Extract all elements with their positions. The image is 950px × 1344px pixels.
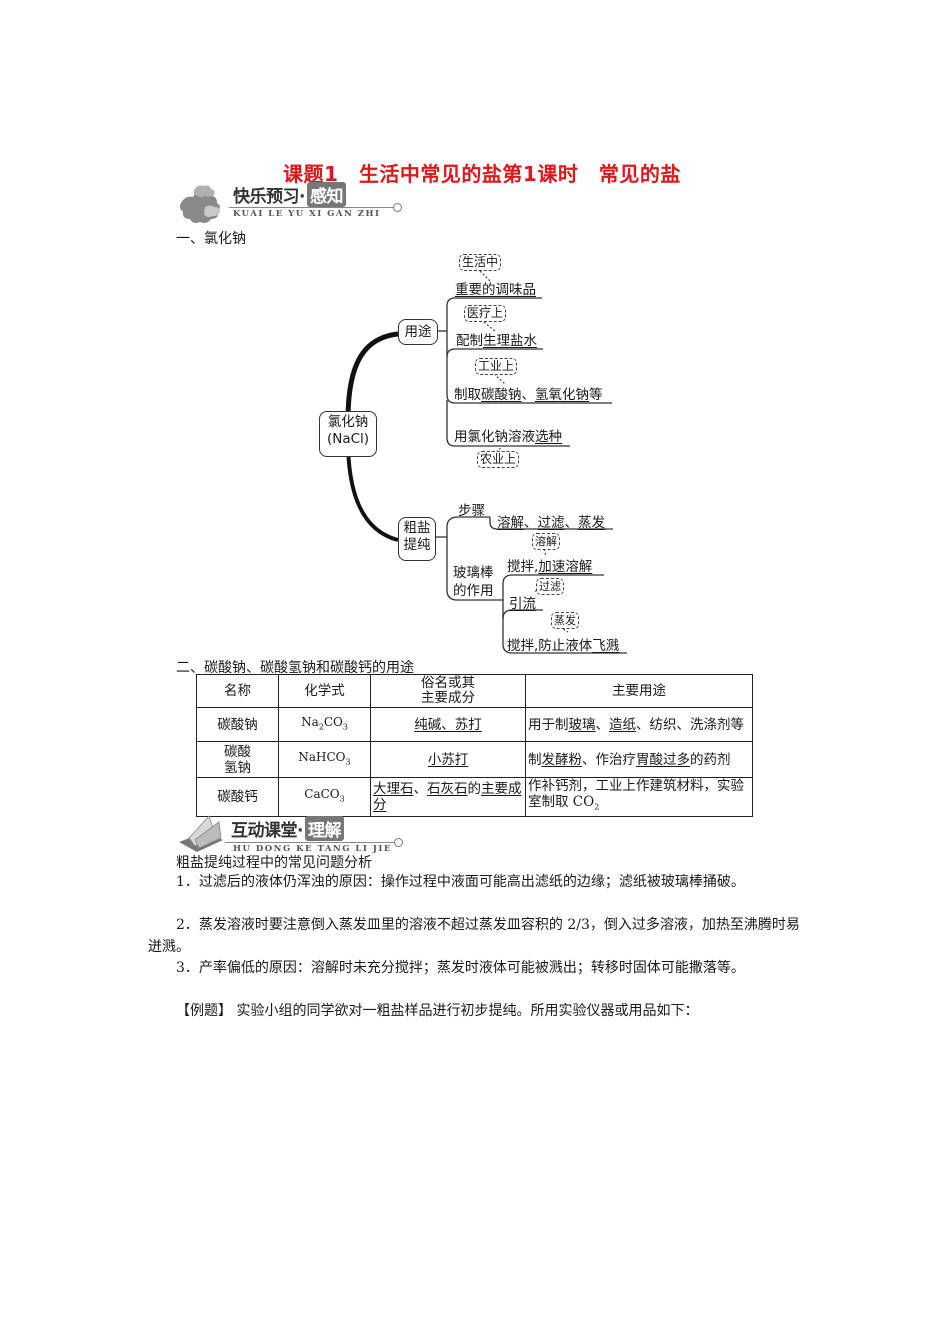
header-uses: 主要用途 — [525, 674, 753, 708]
banner-tag: 理解 — [304, 816, 344, 841]
rod-item-dissolve: 搅拌,加速溶解 — [507, 559, 593, 575]
table-row: 碳酸 氢钠 NaHCO3 小苏打 制发酵粉、作治疗胃酸过多的药剂 — [196, 741, 753, 778]
banner-pinyin: HU DONG KE TANG LI JIE — [233, 844, 392, 854]
banner-pinyin: KUAI LE YU XI GAN ZHI — [233, 209, 381, 219]
section-banner-preview: 快乐预习·感知 KUAI LE YU XI GAN ZHI — [175, 181, 405, 225]
cell-uses: 作补钙剂，工业上作建筑材料，实验室制取 CO2 — [525, 777, 753, 817]
cell-common-name: 小苏打 — [370, 741, 526, 778]
use-item-industry: 制取碳酸钠、氢氧化钠等 — [454, 387, 603, 403]
cell-uses: 制发酵粉、作治疗胃酸过多的药剂 — [525, 741, 753, 778]
table-header-row: 名称 化学式 俗名或其 主要成分 主要用途 — [196, 674, 753, 708]
example-text: 实验小组的同学欲对一粗盐样品进行初步提纯。所用实验仪器或用品如下： — [232, 1003, 699, 1019]
callout-agriculture: 农业上 — [477, 451, 520, 468]
callout-industry: 工业上 — [475, 358, 518, 375]
section-heading-nacl: 一、氯化钠 — [176, 231, 246, 247]
mindmap-root-nacl: 氯化钠 (NaCl) — [319, 411, 377, 457]
section-heading-carbonates: 二、碳酸钠、碳酸氢钠和碳酸钙的用途 — [176, 660, 414, 676]
carbonates-table: 名称 化学式 俗名或其 主要成分 主要用途 碳酸钠 Na2CO3 纯碱、苏打 用… — [196, 674, 753, 817]
open-book-icon — [179, 815, 223, 852]
banner-title: 快乐预习· — [233, 187, 305, 207]
steps-label: 步骤 — [458, 503, 485, 519]
analysis-point-2: 2．蒸发溶液时要注意倒入蒸发皿里的溶液不超过蒸发皿容积的 2/3，倒入过多溶液，… — [148, 917, 800, 955]
cell-formula: Na2CO3 — [278, 707, 371, 742]
section-banner-interactive: 互动课堂·理解 HU DONG KE TANG LI JIE — [175, 812, 405, 856]
cell-name: 碳酸 氢钠 — [196, 741, 279, 778]
cell-name: 碳酸钠 — [196, 707, 279, 742]
cell-formula: NaHCO3 — [278, 741, 371, 778]
banner-tag: 感知 — [306, 182, 346, 207]
table-row: 碳酸钙 CaCO3 大理石、石灰石的主要成分 作补钙剂，工业上作建筑材料，实验室… — [196, 777, 753, 817]
glass-rod-label: 玻璃棒 的作用 — [453, 565, 494, 599]
example-label: 【例题】 — [176, 1003, 232, 1019]
header-common-name: 俗名或其 主要成分 — [370, 674, 526, 708]
mindmap-node-use: 用途 — [398, 319, 438, 345]
header-name: 名称 — [196, 674, 279, 708]
table-row: 碳酸钠 Na2CO3 纯碱、苏打 用于制玻璃、造纸、纺织、洗涤剂等 — [196, 707, 753, 742]
cell-uses: 用于制玻璃、造纸、纺织、洗涤剂等 — [525, 707, 753, 742]
example-question: 【例题】 实验小组的同学欲对一粗盐样品进行初步提纯。所用实验仪器或用品如下： — [176, 1001, 698, 1023]
callout-medical: 医疗上 — [464, 305, 507, 322]
cell-formula: CaCO3 — [278, 777, 371, 817]
use-item-seed-selection: 用氯化钠溶液选种 — [454, 429, 562, 445]
puzzle-pieces-icon — [179, 185, 220, 223]
banner-title: 互动课堂· — [231, 821, 303, 841]
steps-list: 溶解、过滤、蒸发 — [497, 515, 605, 531]
use-item-seasoning: 重要的调味品 — [455, 282, 536, 298]
header-formula: 化学式 — [278, 674, 371, 708]
analysis-heading: 粗盐提纯过程中的常见问题分析 — [176, 855, 372, 871]
callout-filter: 过滤 — [536, 578, 564, 595]
rod-item-filter: 引流 — [509, 596, 536, 612]
cell-name: 碳酸钙 — [196, 777, 279, 817]
rod-item-evaporate: 搅拌,防止液体飞溅 — [507, 638, 620, 654]
mindmap-node-purify: 粗盐 提纯 — [398, 517, 436, 561]
use-item-saline: 配制生理盐水 — [456, 333, 537, 349]
lesson-title: 课题1 生活中常见的盐第1课时 常见的盐 — [283, 162, 681, 186]
callout-evaporate: 蒸发 — [551, 612, 579, 629]
cell-common-name: 大理石、石灰石的主要成分 — [370, 777, 526, 817]
cell-common-name: 纯碱、苏打 — [370, 707, 526, 742]
analysis-point-1: 1．过滤后的液体仍浑浊的原因：操作过程中液面可能高出滤纸的边缘；滤纸被玻璃棒捅破… — [176, 874, 745, 890]
callout-daily-life: 生活中 — [459, 254, 502, 271]
callout-dissolve: 溶解 — [532, 533, 560, 550]
analysis-point-3: 3．产率偏低的原因：溶解时未充分搅拌；蒸发时液体可能被溅出；转移时固体可能撒落等… — [176, 960, 745, 976]
mindmap-connectors — [345, 270, 627, 654]
